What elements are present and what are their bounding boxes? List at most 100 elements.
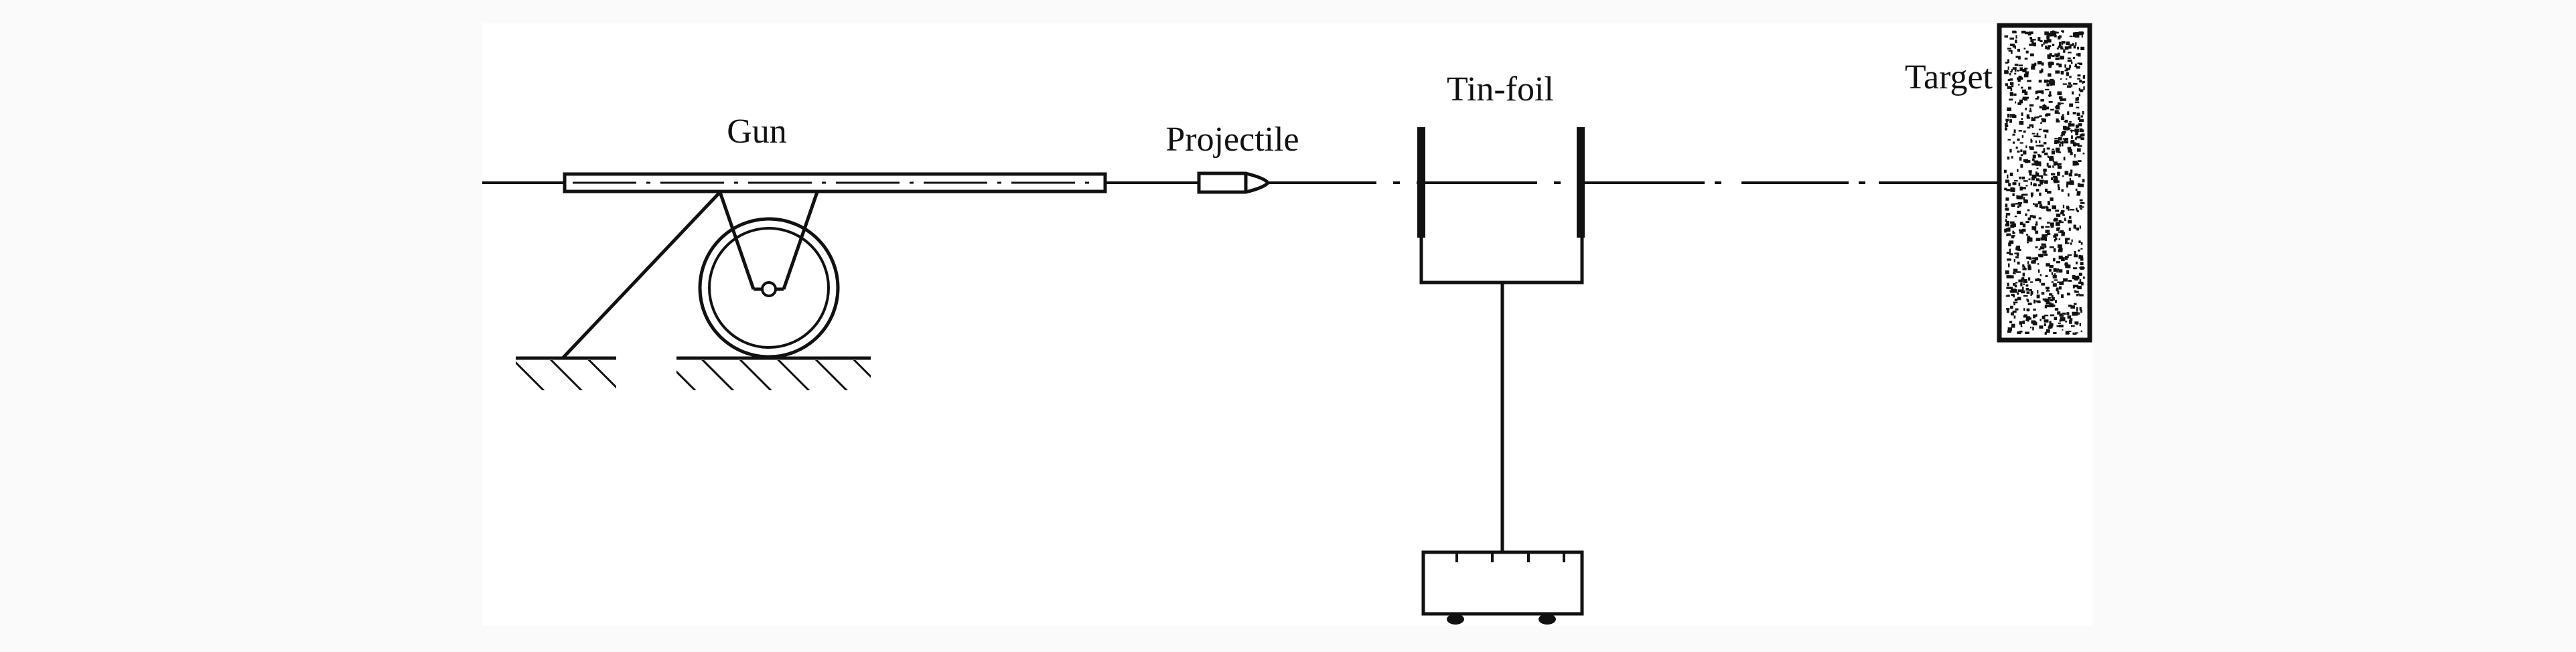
target-speckle [2047,208,2051,212]
target-speckle [2022,264,2025,267]
target-speckle [2070,209,2075,211]
target-speckle [2041,206,2046,209]
target-speckle [2021,231,2024,234]
target-speckle [2034,116,2039,118]
target-speckle [2012,30,2016,33]
target-speckle [2014,252,2017,254]
target-speckle [2053,235,2057,238]
target-speckle [2080,330,2082,333]
target-speckle [2039,106,2042,108]
target-speckle [2072,142,2076,147]
target-speckle [2044,88,2050,90]
target-speckle [2074,154,2076,158]
target-speckle [2010,221,2015,224]
target-speckle [2062,214,2065,216]
target-speckle [2029,289,2032,291]
target-speckle [2047,84,2050,87]
target-speckle [2058,96,2063,100]
target-speckle [2055,106,2057,108]
target-speckle [2079,294,2084,297]
target-speckle [2005,203,2008,208]
target-speckle [2023,295,2028,297]
target-speckle [2060,98,2062,102]
target-speckle [2049,268,2052,272]
target-speckle [2052,30,2055,32]
target-speckle [2042,298,2047,301]
target-speckle [2008,242,2011,246]
target-speckle [2009,172,2013,177]
target-speckle [2032,154,2036,159]
target-speckle [2077,125,2080,128]
target-speckle [2015,35,2017,39]
target-speckle [2064,46,2069,50]
target-speckle [2027,264,2031,267]
target-speckle [2069,64,2071,68]
target-speckle [2011,114,2015,116]
target-speckle [2012,235,2015,237]
target-speckle [2051,177,2054,181]
target-speckle [2051,173,2056,175]
target-speckle [2014,216,2017,218]
target-speckle [2064,218,2066,221]
target-speckle [2044,305,2048,309]
target-speckle [2083,276,2085,279]
target-speckle [2051,295,2054,299]
target-speckle [2010,71,2013,73]
target-speckle [2056,228,2060,231]
target-speckle [2048,65,2052,68]
target-speckle [2023,98,2028,101]
target-speckle [2072,112,2076,114]
target-speckle [2057,184,2060,187]
target-speckle [2076,112,2080,116]
target-speckle [2019,142,2023,144]
target-speckle [2012,141,2015,144]
target-speckle [2011,85,2014,88]
target-speckle [2042,234,2046,238]
target-speckle [2035,171,2037,175]
target-speckle [2061,232,2066,235]
target-speckle [2079,279,2082,282]
target-speckle [2027,266,2031,270]
target-speckle [2017,169,2019,172]
target-speckle [2072,284,2075,289]
target-speckle [2034,62,2036,66]
target-speckle [2079,307,2082,311]
target-speckle [2058,269,2063,273]
target-speckle [2008,263,2010,268]
target-speckle [2056,214,2061,217]
target-speckle [2048,297,2050,301]
target-speckle [2029,44,2033,46]
timer-wiring [1419,238,1584,552]
target-speckle [2005,308,2010,310]
target-speckle [2073,33,2077,37]
target-speckle [2007,227,2011,232]
target-speckle [2017,249,2021,251]
target-speckle [2058,151,2062,153]
target-speckle [2068,52,2072,54]
target-speckle [2041,175,2044,179]
target-speckle [2043,129,2046,133]
target-speckle [2043,168,2047,172]
target-speckle [2026,291,2030,294]
target-speckle [2010,44,2013,46]
target-speckle [2073,224,2076,229]
target-speckle [2019,230,2023,234]
target-speckle [2066,206,2069,210]
gun-label: Gun [727,112,787,151]
target-speckle [2055,237,2058,240]
target-speckle [2050,62,2054,65]
target-speckle [2046,300,2050,305]
ground-right [676,356,871,390]
target-speckle [2031,133,2035,135]
target-speckle [2013,93,2017,96]
target-speckle [2030,39,2033,42]
target-speckle [2066,264,2071,268]
target-speckle [2007,282,2009,287]
target-speckle [2021,187,2026,189]
target-speckle [2027,80,2031,82]
target-speckle [2006,213,2011,216]
target-speckle [2057,91,2062,96]
target-speckle [2017,292,2019,295]
target-speckle [2047,54,2051,58]
